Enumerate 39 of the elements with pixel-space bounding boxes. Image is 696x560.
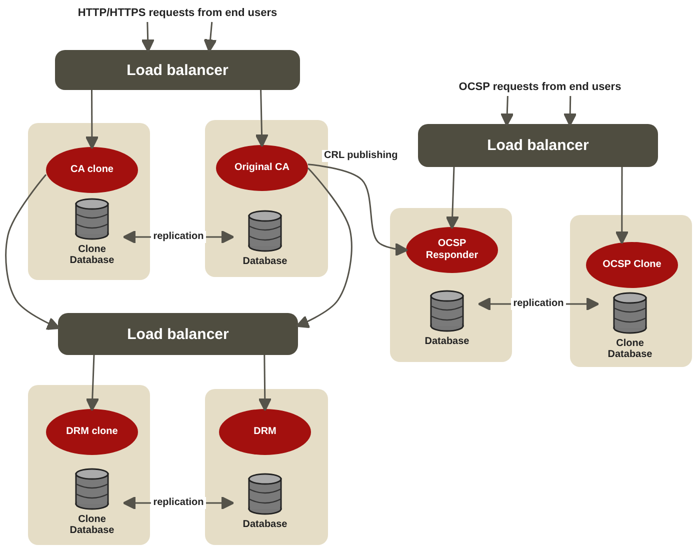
server-panel <box>28 123 150 280</box>
database-label: Clone Database <box>606 338 654 360</box>
server-panel <box>570 215 692 367</box>
edge-label: replication <box>151 231 206 243</box>
request-source-label: OCSP requests from end users <box>445 78 635 96</box>
server-panel <box>28 385 150 545</box>
arrow <box>258 355 272 412</box>
load-balancer-box: Load balancer <box>418 124 658 167</box>
arrow <box>308 164 408 256</box>
edge-label: CRL publishing <box>322 150 400 162</box>
arrow <box>563 96 577 126</box>
database-label: Database <box>424 336 470 347</box>
arrow <box>615 167 629 244</box>
request-source-label: HTTP/HTTPS requests from end users <box>70 4 285 22</box>
database-label: Clone Database <box>68 244 116 266</box>
arrow <box>5 174 60 330</box>
component-ellipse: OCSP Responder <box>406 227 498 273</box>
edge-label: replication <box>151 497 206 509</box>
load-balancer-box: Load balancer <box>58 313 298 355</box>
arrow <box>500 96 514 126</box>
arrow <box>296 168 352 328</box>
component-ellipse: OCSP Clone <box>586 242 678 288</box>
component-ellipse: Original CA <box>216 145 308 191</box>
database-label: Database <box>242 256 288 267</box>
server-panel <box>390 208 512 362</box>
arrow <box>86 354 100 412</box>
server-panel <box>205 389 328 545</box>
arrow <box>85 90 99 150</box>
arrow <box>255 90 269 148</box>
database-label: Database <box>242 519 288 530</box>
load-balancer-box: Load balancer <box>55 50 300 90</box>
edge-label: replication <box>511 298 566 310</box>
component-ellipse: DRM <box>219 409 311 455</box>
arrow <box>446 166 460 230</box>
database-label: Clone Database <box>68 514 116 536</box>
arrow <box>141 22 155 52</box>
component-ellipse: CA clone <box>46 147 138 193</box>
arrow <box>204 22 218 52</box>
component-ellipse: DRM clone <box>46 409 138 455</box>
